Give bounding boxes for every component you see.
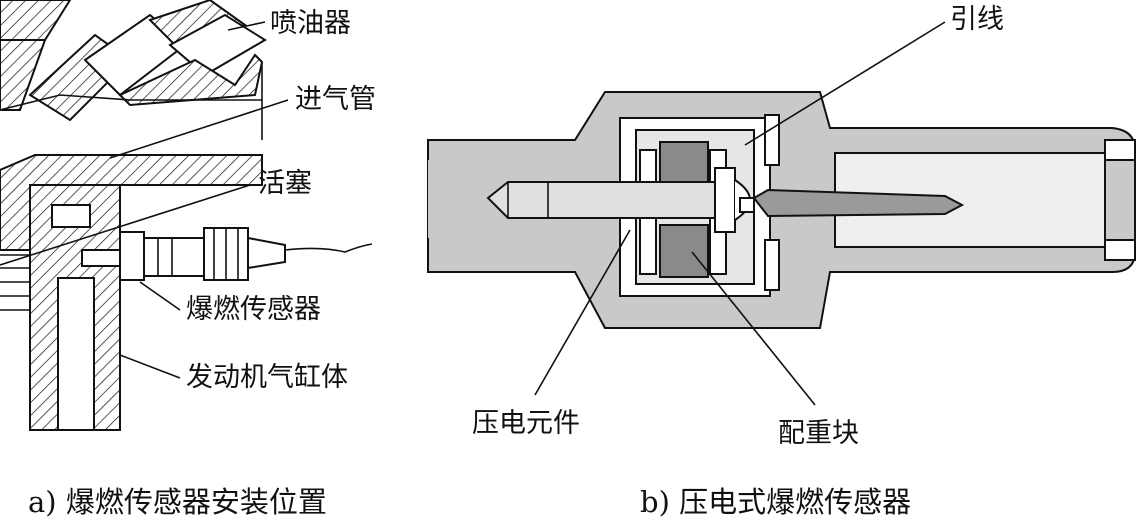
counterweight-lower: [659, 224, 709, 278]
knock-sensor-label: 爆燃传感器: [186, 294, 321, 325]
left-caption: a) 爆燃传感器安装位置: [28, 485, 327, 519]
left-leader-lines: [0, 21, 289, 379]
right-diagram: 引线 压电元件 配重块: [427, 4, 1136, 449]
counterweight-upper: [659, 141, 709, 183]
intake-pipe-label: 进气管: [295, 84, 376, 115]
piezo-element-label: 压电元件: [472, 408, 580, 439]
injector-label: 喷油器: [270, 8, 351, 39]
center-bolt: [486, 167, 751, 233]
cylinder-block-label: 发动机气缸体: [186, 362, 348, 393]
piston-label: 活塞: [258, 168, 312, 199]
injector-drawing: [0, 0, 267, 140]
lead-wire-label: 引线: [950, 4, 1004, 35]
cylinder-block-drawing: [0, 184, 123, 431]
lead-wire-drawing: [739, 188, 965, 218]
right-leader-lines: [534, 21, 946, 406]
left-diagram: 喷油器 进气管 活塞 爆燃传感器 发动机气缸体: [0, 0, 376, 431]
right-caption: b) 压电式爆燃传感器: [640, 485, 911, 519]
knock-sensor-drawing: [119, 227, 373, 281]
counterweight-label: 配重块: [778, 418, 859, 449]
